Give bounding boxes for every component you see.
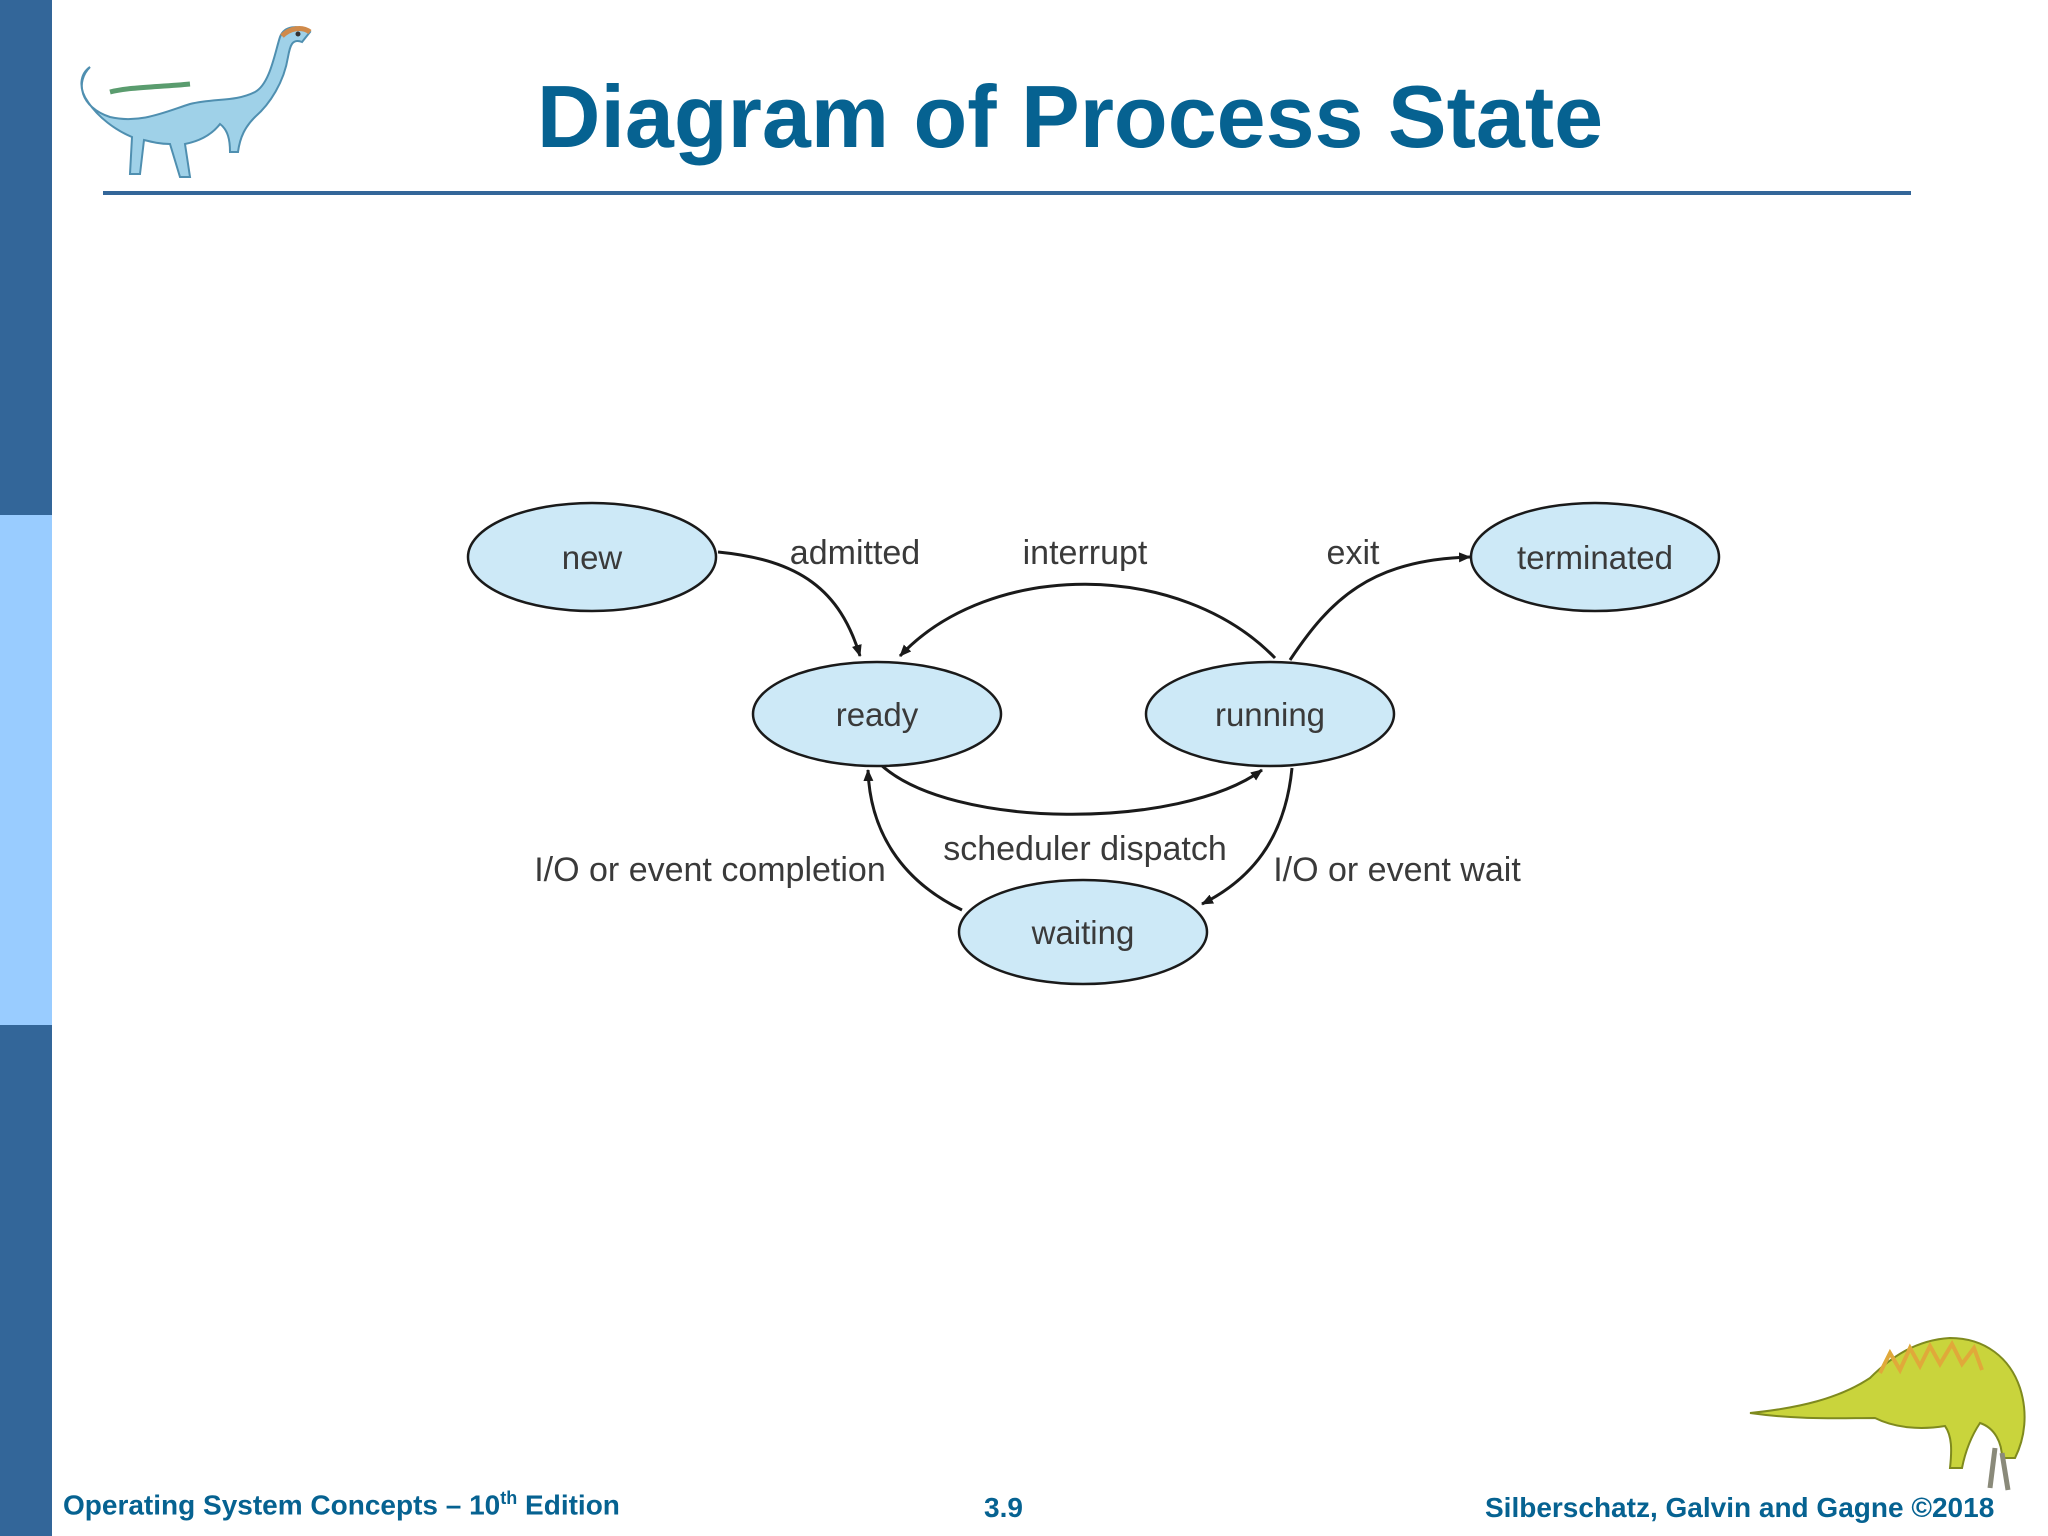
state-terminated-label: terminated xyxy=(1517,539,1673,576)
state-terminated: terminated xyxy=(1469,501,1721,613)
state-running-label: running xyxy=(1215,696,1325,733)
state-running: running xyxy=(1144,660,1396,768)
edge-scheduler-dispatch xyxy=(878,762,1263,816)
label-scheduler-dispatch: scheduler dispatch xyxy=(943,830,1227,868)
edge-interrupt xyxy=(898,582,1277,660)
dinosaur-top-left-icon xyxy=(80,26,312,178)
edge-exit xyxy=(1288,552,1471,661)
sidebar-band-bottom xyxy=(0,1025,52,1536)
sidebar-band-top xyxy=(0,0,52,515)
state-waiting-label: waiting xyxy=(1031,914,1135,951)
footer-page-number: 3.9 xyxy=(984,1492,1023,1523)
dinosaur-bottom-right-icon xyxy=(1749,1336,2026,1491)
page-title: Diagram of Process State xyxy=(536,67,1604,166)
label-io-wait: I/O or event wait xyxy=(1273,851,1521,889)
title-divider xyxy=(103,191,1911,195)
label-admitted: admitted xyxy=(790,534,920,572)
label-io-completion: I/O or event completion xyxy=(534,851,886,889)
state-ready-label: ready xyxy=(836,696,919,733)
state-waiting: waiting xyxy=(957,878,1209,986)
footer-book-title-main: Operating System Concepts – 10 xyxy=(63,1489,501,1521)
state-new-label: new xyxy=(562,539,623,576)
footer-book-title-sup: th xyxy=(500,1488,518,1508)
edge-admitted xyxy=(717,550,862,657)
footer-authors: Silberschatz, Galvin and Gagne ©2018 xyxy=(1485,1492,1995,1523)
state-new: new xyxy=(466,501,718,613)
edge-io-wait xyxy=(1201,767,1294,906)
footer-book-title-tail: Edition xyxy=(517,1489,620,1521)
state-ready: ready xyxy=(751,660,1003,768)
label-interrupt: interrupt xyxy=(1023,534,1148,572)
footer-book-title: Operating System Concepts – 10th Edition xyxy=(63,1488,620,1521)
sidebar-band-middle xyxy=(0,515,52,1025)
label-exit: exit xyxy=(1327,534,1380,572)
edge-io-completion xyxy=(863,769,963,912)
